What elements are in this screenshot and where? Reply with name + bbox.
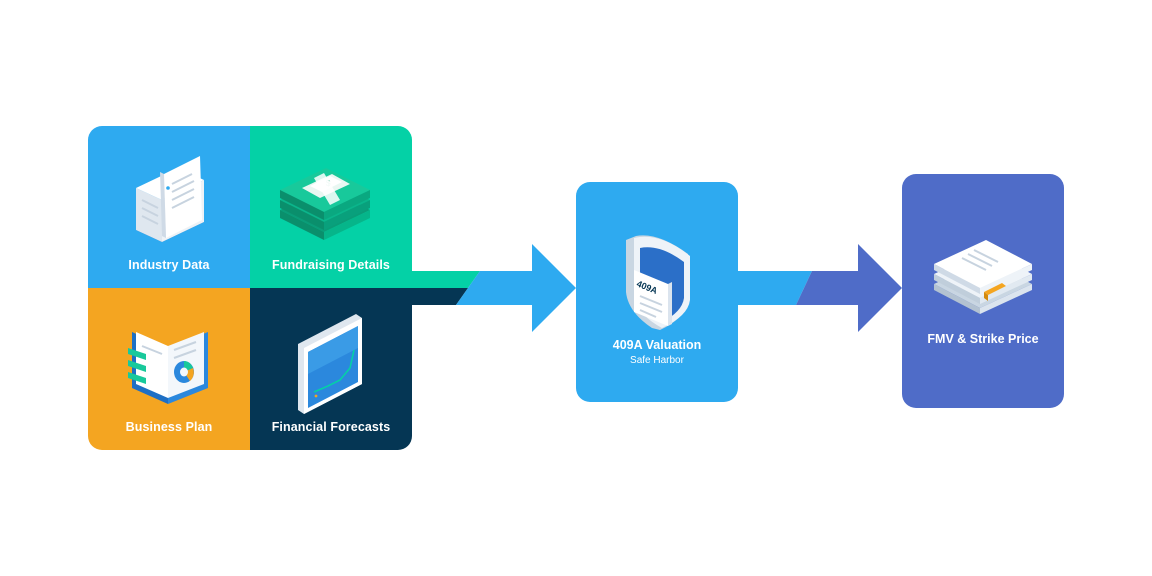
- shield-document-icon: 409A: [626, 235, 690, 330]
- connector-teal-stripe: [410, 271, 480, 288]
- documents-icon: [136, 156, 204, 242]
- tile-business-plan: Business Plan: [88, 288, 250, 450]
- arrow-to-valuation: [456, 244, 576, 332]
- valuation-subtitle: Safe Harbor: [630, 355, 684, 366]
- arrow-to-result: [796, 244, 902, 332]
- result-title: FMV & Strike Price: [927, 332, 1039, 346]
- connector-navy-stripe: [410, 288, 468, 305]
- tile-financial-forecasts: Financial Forecasts: [250, 288, 412, 450]
- inputs-grid: Industry Data $ Fundraising Details: [88, 126, 412, 450]
- connector-blue-stripe: [736, 271, 812, 305]
- valuation-box: 409A 409A Valuation Safe Harbor: [576, 182, 738, 402]
- tile-industry-data: Industry Data: [88, 126, 250, 288]
- business-plan-book-icon: [128, 332, 208, 404]
- tile-fundraising-details: $ Fundraising Details: [250, 126, 412, 288]
- valuation-title: 409A Valuation: [612, 338, 702, 352]
- forecast-chart-icon: [298, 314, 362, 414]
- label-financial-forecasts: Financial Forecasts: [271, 420, 391, 434]
- price-report-icon: [934, 240, 1032, 314]
- result-box: FMV & Strike Price: [902, 174, 1064, 408]
- label-industry-data: Industry Data: [128, 258, 210, 272]
- label-business-plan: Business Plan: [125, 420, 213, 434]
- money-stack-icon: $: [280, 168, 370, 240]
- label-fundraising-details: Fundraising Details: [272, 258, 390, 272]
